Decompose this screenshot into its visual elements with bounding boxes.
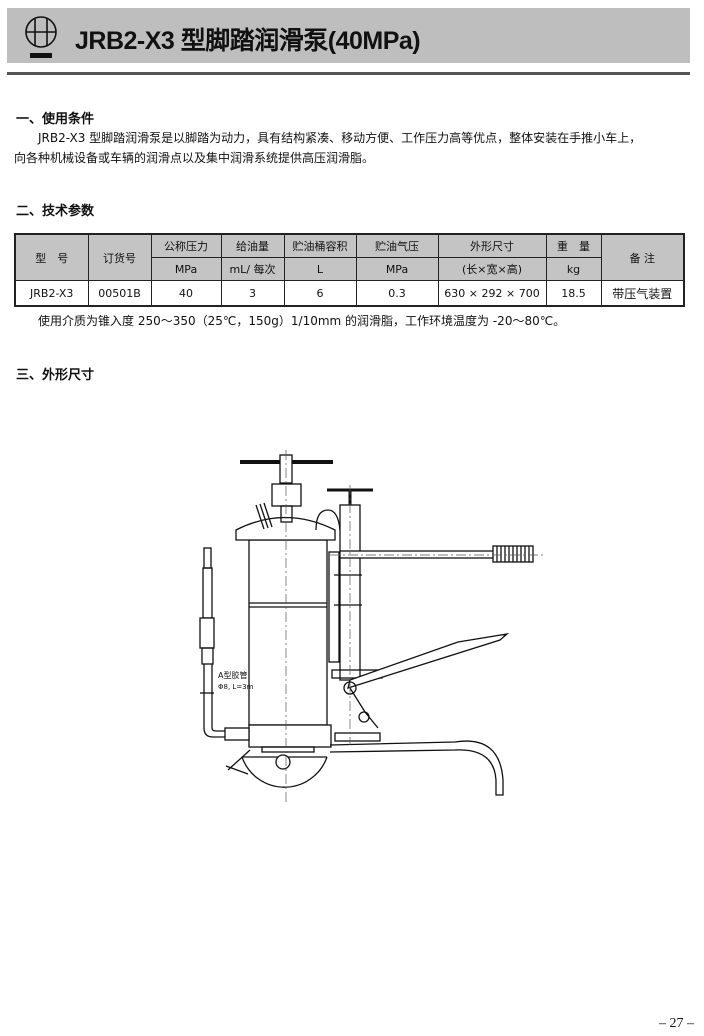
company-logo xyxy=(25,16,57,58)
grease-hose xyxy=(199,547,250,741)
th-order-no: 订货号 xyxy=(87,233,152,281)
th-model: 型 号 xyxy=(14,233,89,281)
cell-model: JRB2-X3 xyxy=(14,280,89,307)
cell-pressure: 40 xyxy=(150,280,222,307)
cell-weight: 18.5 xyxy=(545,280,602,307)
spec-table: 型 号 订货号 公称压力 给油量 贮油桶容积 贮油气压 外形尺寸 重 量 备 注… xyxy=(14,233,685,307)
th-air-pressure-unit: MPa xyxy=(355,257,439,281)
medium-note: 使用介质为锥入度 250～350（25℃，150g）1/10mm 的润滑脂，工作… xyxy=(38,314,566,328)
cart-frame xyxy=(329,732,504,796)
th-pressure-unit: MPa xyxy=(150,257,222,281)
hose-spec: Φ8, L=3m xyxy=(218,683,254,691)
cell-output: 3 xyxy=(220,280,285,307)
th-pressure: 公称压力 xyxy=(150,233,222,258)
push-handle xyxy=(339,545,534,563)
usage-text-line1: JRB2-X3 型脚踏润滑泵是以脚踏为动力，具有结构紧凑、移动方便、工作压力高等… xyxy=(38,131,642,145)
th-output-unit: mL/ 每次 xyxy=(220,257,285,281)
section-heading-specs: 二、技术参数 xyxy=(16,204,95,219)
th-capacity: 贮油桶容积 xyxy=(283,233,357,258)
cell-air-pressure: 0.3 xyxy=(355,280,439,307)
cell-order-no: 00501B xyxy=(87,280,152,307)
hose-label: A型胶管 xyxy=(218,670,247,680)
header-divider xyxy=(7,72,690,75)
section-heading-usage: 一、使用条件 xyxy=(16,112,95,127)
usage-text-line2: 向各种机械设备或车辆的润滑点以及集中润滑系统提供高压润滑脂。 xyxy=(14,151,375,165)
title-banner: JRB2-X3 型脚踏润滑泵(40MPa) xyxy=(7,8,690,63)
th-weight-unit: kg xyxy=(545,257,602,281)
table-row: JRB2-X3 00501B 40 3 6 0.3 630 × 292 × 70… xyxy=(14,280,685,307)
section-heading-dimensions: 三、外形尺寸 xyxy=(16,368,95,383)
cell-capacity: 6 xyxy=(283,280,357,307)
page-number: – 27 – xyxy=(659,1016,694,1031)
reservoir xyxy=(235,516,336,753)
foot-pedal xyxy=(343,632,510,729)
th-weight: 重 量 xyxy=(545,233,602,258)
t-handle xyxy=(240,454,333,530)
cell-remarks: 带压气装置 xyxy=(600,280,685,307)
th-air-pressure: 贮油气压 xyxy=(355,233,439,258)
page-title: JRB2-X3 型脚踏润滑泵(40MPa) xyxy=(75,27,421,55)
cell-dimensions: 630 × 292 × 700 xyxy=(437,280,547,307)
th-remarks: 备 注 xyxy=(600,233,685,281)
wheel xyxy=(225,749,328,788)
center-lines xyxy=(285,450,545,805)
th-capacity-unit: L xyxy=(283,257,357,281)
